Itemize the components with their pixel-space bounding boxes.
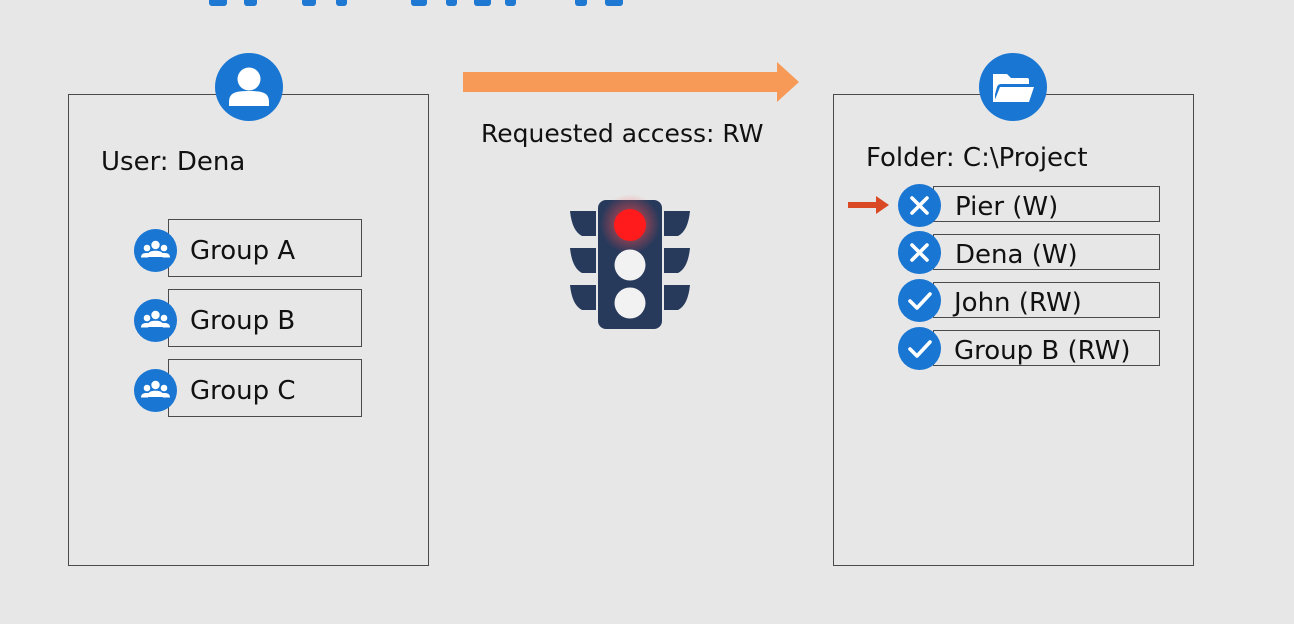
title-fragment <box>474 0 491 6</box>
group-label: Group C <box>190 376 296 406</box>
title-fragment <box>505 0 516 6</box>
folder-icon <box>979 53 1047 121</box>
check-icon <box>898 279 941 322</box>
user-icon <box>215 53 283 121</box>
group-box <box>168 359 362 417</box>
group-label: Group B <box>190 306 296 336</box>
group-label: Group A <box>190 236 296 266</box>
group-icon <box>134 229 177 272</box>
user-title: User: Dena <box>101 147 246 177</box>
group-icon <box>134 299 177 342</box>
x-icon <box>898 184 941 227</box>
cropped-title-fragments <box>0 0 1294 8</box>
acl-entry-box <box>933 330 1160 366</box>
acl-entry-label: Dena (W) <box>955 240 1078 270</box>
folder-title: Folder: C:\Project <box>866 143 1088 173</box>
acl-entry-label: Pier (W) <box>955 192 1059 222</box>
check-icon <box>898 327 941 370</box>
acl-entry-label: Group B (RW) <box>954 336 1131 366</box>
x-icon <box>898 231 941 274</box>
title-fragment <box>575 0 587 6</box>
highlight-pointer-arrow-head <box>876 196 889 214</box>
title-fragment <box>411 0 427 6</box>
request-arrow-head <box>777 62 799 102</box>
acl-entry-box <box>933 234 1160 270</box>
title-fragment <box>336 0 347 6</box>
acl-entry-label: John (RW) <box>954 288 1082 318</box>
title-fragment <box>209 0 227 6</box>
highlight-pointer-arrow <box>848 202 876 208</box>
title-fragment <box>244 0 257 6</box>
group-icon <box>134 369 177 412</box>
title-fragment <box>446 0 457 6</box>
title-fragment <box>605 0 623 6</box>
traffic-light-icon <box>568 191 692 331</box>
title-fragment <box>302 0 316 6</box>
group-box <box>168 219 362 277</box>
request-arrow <box>463 72 777 92</box>
requested-access-label: Requested access: RW <box>481 119 764 148</box>
group-box <box>168 289 362 347</box>
acl-entry-box <box>933 186 1160 222</box>
